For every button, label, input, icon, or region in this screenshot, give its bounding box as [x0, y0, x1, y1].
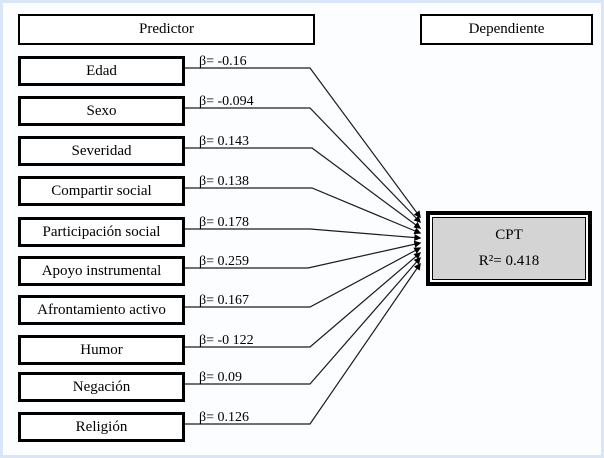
beta-coefficient: β= 0.138: [199, 174, 250, 189]
beta-coefficient: β= -0.16: [199, 54, 247, 69]
connector-line: [182, 147, 422, 229]
predictor-label: Afrontamiento activo: [37, 301, 166, 318]
predictor-header-label: Predictor: [139, 21, 194, 37]
predictor-box-edad: Edad: [18, 56, 185, 86]
connector-line: [182, 256, 421, 385]
connector-lines: [182, 67, 422, 425]
connector-line: [182, 247, 422, 308]
beta-coefficient: β= -0 122: [199, 333, 254, 348]
predictor-label: Compartir social: [51, 182, 152, 199]
connector-line: [182, 252, 422, 348]
r-squared-value: R²= 0.418: [478, 253, 540, 269]
predictor-box-humor: Humor: [18, 335, 185, 365]
predictor-label: Apoyo instrumental: [41, 262, 162, 279]
beta-coefficient: β= 0.126: [199, 410, 250, 425]
predictor-label: Sexo: [86, 102, 117, 119]
dependent-box-inner: CPT R²= 0.418: [432, 217, 586, 280]
connector-line: [182, 187, 422, 235]
beta-coefficient: β= 0.178: [199, 215, 250, 230]
predictor-label: Edad: [86, 62, 117, 79]
dependent-box: CPT R²= 0.418: [426, 211, 592, 286]
connector-line: [182, 67, 421, 219]
beta-coefficient: β= 0.143: [199, 134, 250, 149]
predictor-box-religion: Religión: [18, 412, 185, 442]
predictor-box-apoyo-instrumental: Apoyo instrumental: [18, 256, 185, 286]
beta-coefficient: β= 0.09: [199, 370, 243, 385]
dependiente-header: Dependiente: [420, 14, 593, 45]
predictor-label: Participación social: [42, 223, 161, 240]
predictor-label: Negación: [72, 378, 131, 395]
connector-line: [182, 262, 421, 425]
predictor-box-participacion-social: Participación social: [18, 217, 185, 247]
predictor-box-afrontamiento-activo: Afrontamiento activo: [18, 295, 185, 325]
predictor-box-sexo: Sexo: [18, 96, 185, 126]
predictor-label: Severidad: [71, 142, 132, 159]
predictor-box-negacion: Negación: [18, 372, 185, 402]
beta-coefficient: β= -0.094: [199, 94, 254, 109]
predictor-label: Religión: [75, 418, 128, 435]
dependiente-header-label: Dependiente: [468, 21, 545, 37]
connector-line: [182, 240, 422, 269]
dependent-label: CPT: [495, 227, 523, 243]
connector-line: [182, 107, 421, 224]
beta-coefficient: β= 0.167: [199, 293, 250, 308]
connector-line: [182, 228, 422, 242]
predictor-header: Predictor: [18, 14, 315, 45]
predictor-label: Humor: [80, 341, 123, 358]
beta-coefficient: β= 0.259: [199, 254, 250, 269]
predictor-box-severidad: Severidad: [18, 136, 185, 166]
predictor-box-compartir-social: Compartir social: [18, 176, 185, 206]
